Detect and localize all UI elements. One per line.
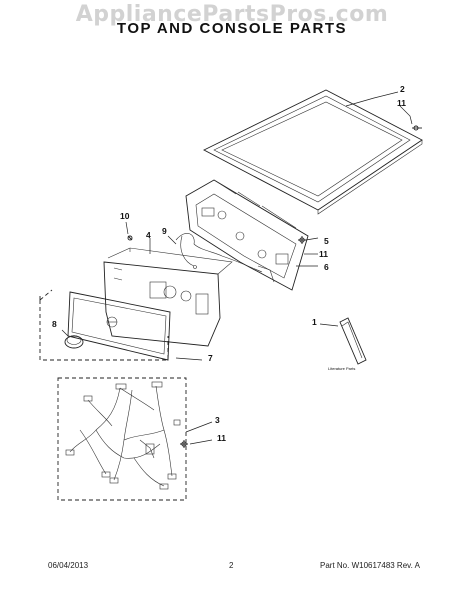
console-harness	[175, 233, 263, 273]
knob	[64, 335, 84, 349]
callout-10: 10	[120, 211, 130, 221]
footer-date: 06/04/2013	[48, 561, 89, 570]
callout-9: 9	[162, 226, 167, 236]
callout-1: 1	[312, 317, 317, 327]
callout-11-mid: 11	[319, 249, 328, 259]
screw-console	[298, 236, 306, 244]
console	[103, 247, 233, 347]
callout-3: 3	[215, 415, 220, 425]
callout-8: 8	[52, 319, 57, 329]
callout-numbers: 2 11 5 11 6 10 4 9 7 8 1 3 11	[52, 84, 406, 443]
console-bracket	[185, 179, 309, 291]
callout-2: 2	[400, 84, 405, 94]
footer-part-number: Part No. W10617483 Rev. A	[320, 561, 420, 570]
console-overlay	[39, 289, 171, 361]
callout-4: 4	[146, 230, 151, 240]
callout-7: 7	[208, 353, 213, 363]
wire-harness	[65, 381, 181, 490]
callout-6: 6	[324, 262, 329, 272]
screw-top	[412, 125, 422, 131]
page-title: TOP AND CONSOLE PARTS	[116, 20, 348, 37]
top-panel	[203, 89, 423, 215]
watermark: AppliancePartsPros.com	[75, 2, 389, 27]
callout-11-lower: 11	[217, 433, 226, 443]
screw-console-10	[127, 235, 133, 241]
literature-parts: Literature Parts	[328, 317, 367, 371]
callout-11-top: 11	[397, 98, 406, 108]
leader-lines	[61, 91, 413, 445]
wire-harness-box	[57, 377, 187, 501]
screw-lower	[180, 440, 188, 448]
footer-page-number: 2	[229, 561, 234, 570]
callout-5: 5	[324, 236, 329, 246]
literature-parts-label: Literature Parts	[328, 366, 355, 371]
